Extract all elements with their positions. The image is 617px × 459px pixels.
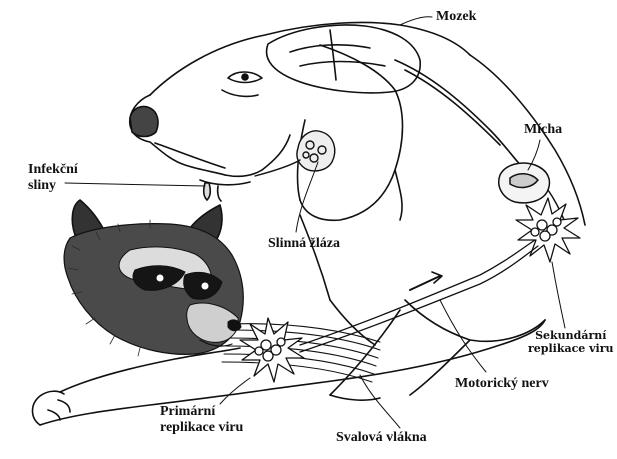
salivary-gland-illustration bbox=[255, 131, 335, 176]
label-infekcni-sliny-line2: sliny bbox=[28, 178, 78, 194]
leader-mozek bbox=[400, 17, 432, 25]
virus-burst-secondary bbox=[516, 198, 580, 262]
motor-nerve-illustration bbox=[300, 240, 538, 352]
label-mozek: Mozek bbox=[436, 9, 476, 25]
leader-svalova-vlakna bbox=[360, 375, 400, 428]
leader-primarni bbox=[220, 378, 250, 404]
label-svalova-vlakna: Svalová vlákna bbox=[336, 430, 427, 446]
label-sekundarni-line1: Sekundární bbox=[528, 330, 613, 343]
label-primarni-line2: replikace viru bbox=[160, 420, 243, 436]
leader-sekundarni bbox=[552, 262, 565, 328]
label-primarni-replikace: Primární replikace viru bbox=[160, 404, 243, 436]
leader-motoricky-nerv bbox=[440, 300, 486, 372]
label-sekundarni-replikace: Sekundární replikace viru bbox=[528, 330, 613, 355]
raccoon-illustration bbox=[64, 200, 243, 356]
label-infekcni-sliny: Infekční sliny bbox=[28, 162, 78, 194]
label-slinna-zlaza: Slinná žláza bbox=[268, 236, 340, 252]
dog-forelimb-illustration bbox=[33, 320, 546, 425]
label-motoricky-nerv: Motorický nerv bbox=[455, 376, 549, 392]
label-micha: Mícha bbox=[524, 122, 562, 138]
label-infekcni-sliny-line1: Infekční bbox=[28, 162, 78, 178]
virus-burst-primary bbox=[240, 318, 304, 382]
label-sekundarni-line2: replikace viru bbox=[528, 343, 613, 356]
label-primarni-line1: Primární bbox=[160, 404, 243, 420]
leader-infekcni-sliny bbox=[65, 183, 205, 186]
